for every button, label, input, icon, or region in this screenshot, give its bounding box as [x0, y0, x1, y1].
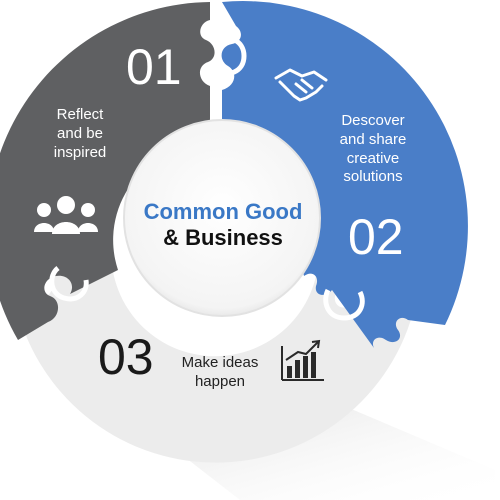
segment-02-label-line: and share — [339, 130, 407, 148]
segment-02-label-line: solutions — [343, 168, 403, 186]
segment-02-label-line: creative — [346, 149, 400, 167]
puzzle-tab-right — [323, 288, 365, 321]
segment-01-label-line: inspired — [53, 143, 107, 161]
segment-01-number: 01 — [126, 39, 182, 95]
segment-02 — [221, 1, 468, 349]
handshake-icon — [274, 68, 328, 102]
center-disc — [123, 119, 321, 317]
puzzle-tab-top — [212, 35, 247, 76]
segment-01-label: Reflect and be inspired — [30, 106, 130, 162]
segment-01-label-line: Reflect — [56, 106, 104, 123]
bar-chart-growth-icon — [281, 339, 324, 381]
segment-02-label: Descover and share creative solutions — [318, 112, 428, 187]
segment-02-label-line: Descover — [341, 112, 405, 129]
segment-02-number: 02 — [348, 209, 404, 265]
segment-03-number: 03 — [98, 329, 154, 385]
puzzle-tab-left — [49, 266, 89, 302]
people-group-icon — [34, 196, 98, 234]
segment-01 — [0, 2, 215, 340]
segment-03-label: Make ideas happen — [170, 354, 270, 392]
segment-01-label-line: and be — [57, 124, 103, 142]
segment-03-label-line: happen — [194, 372, 246, 390]
center-title-line1: Common Good — [143, 199, 303, 224]
segment-03 — [15, 240, 415, 463]
center-title-line2: & Business — [163, 225, 283, 250]
segment-03-label-line: Make ideas — [181, 354, 259, 371]
